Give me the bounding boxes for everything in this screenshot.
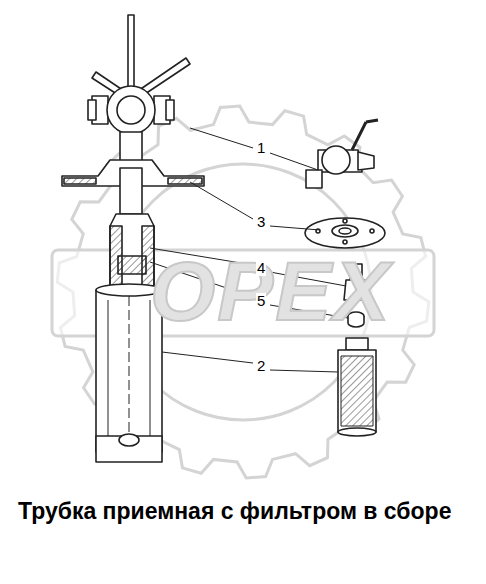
callout-number: 4 [256, 260, 266, 276]
callout-number: 3 [256, 214, 266, 230]
callout-number: 2 [256, 358, 266, 374]
callout-number: 1 [256, 140, 266, 156]
caption-text: Трубка приемная с фильтром в сборе [18, 496, 476, 527]
gear-outline [57, 106, 428, 478]
callout-number: 5 [256, 293, 266, 309]
watermark-text: OPEX [150, 246, 391, 336]
